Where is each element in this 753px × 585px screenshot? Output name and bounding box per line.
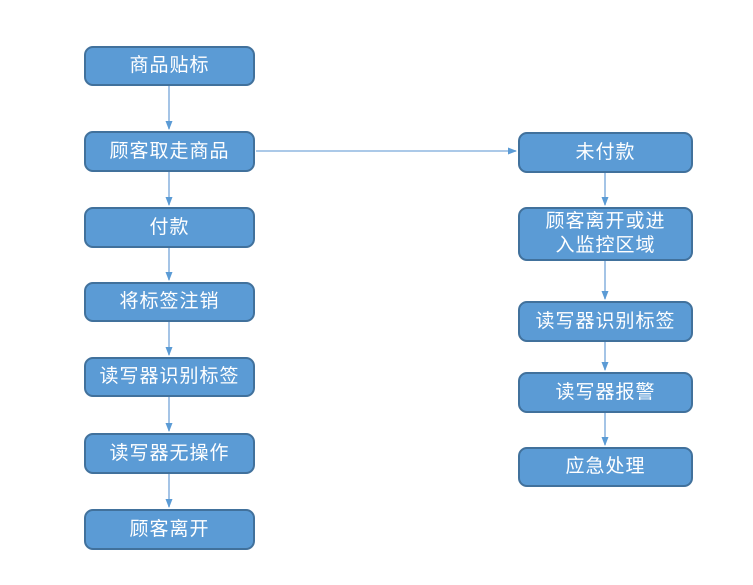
flow-node-customer-takes: 顾客取走商品 bbox=[84, 131, 255, 172]
flow-node-label: 读写器报警 bbox=[555, 381, 656, 403]
flow-node-payment: 付款 bbox=[84, 207, 255, 248]
flow-node-label: 读写器无操作 bbox=[109, 442, 230, 464]
flow-node-label: 商品贴标 bbox=[129, 55, 210, 76]
flow-node-label: 读写器识别标签 bbox=[535, 310, 676, 332]
flow-node-label: 未付款 bbox=[575, 141, 636, 163]
flow-node-reader-no-operation: 读写器无操作 bbox=[84, 433, 255, 474]
flow-node-label: 顾客取走商品 bbox=[109, 140, 230, 162]
flow-node-label: 读写器识别标签 bbox=[99, 366, 240, 387]
flow-node-unpaid: 未付款 bbox=[518, 132, 693, 173]
flow-node-deactivate-tag: 将标签注销 bbox=[84, 282, 255, 322]
flow-node-label: 应急处理 bbox=[565, 456, 646, 477]
flow-node-label: 顾客离开或进入监控区域 bbox=[545, 211, 666, 256]
flow-node-product-labeling: 商品贴标 bbox=[84, 46, 255, 86]
flow-node-label: 付款 bbox=[149, 216, 190, 238]
flow-node-label: 将标签注销 bbox=[119, 291, 220, 312]
flow-node-label: 顾客离开 bbox=[129, 518, 210, 540]
flow-node-leave-or-enter-monitor: 顾客离开或进入监控区域 bbox=[518, 207, 693, 261]
flow-node-reader-alarm: 读写器报警 bbox=[518, 372, 693, 413]
flow-node-emergency-handling: 应急处理 bbox=[518, 447, 693, 487]
flow-node-customer-leaves: 顾客离开 bbox=[84, 509, 255, 550]
flow-node-reader-identify-tag-2: 读写器识别标签 bbox=[518, 301, 693, 342]
flow-node-reader-identify-tag: 读写器识别标签 bbox=[84, 357, 255, 397]
